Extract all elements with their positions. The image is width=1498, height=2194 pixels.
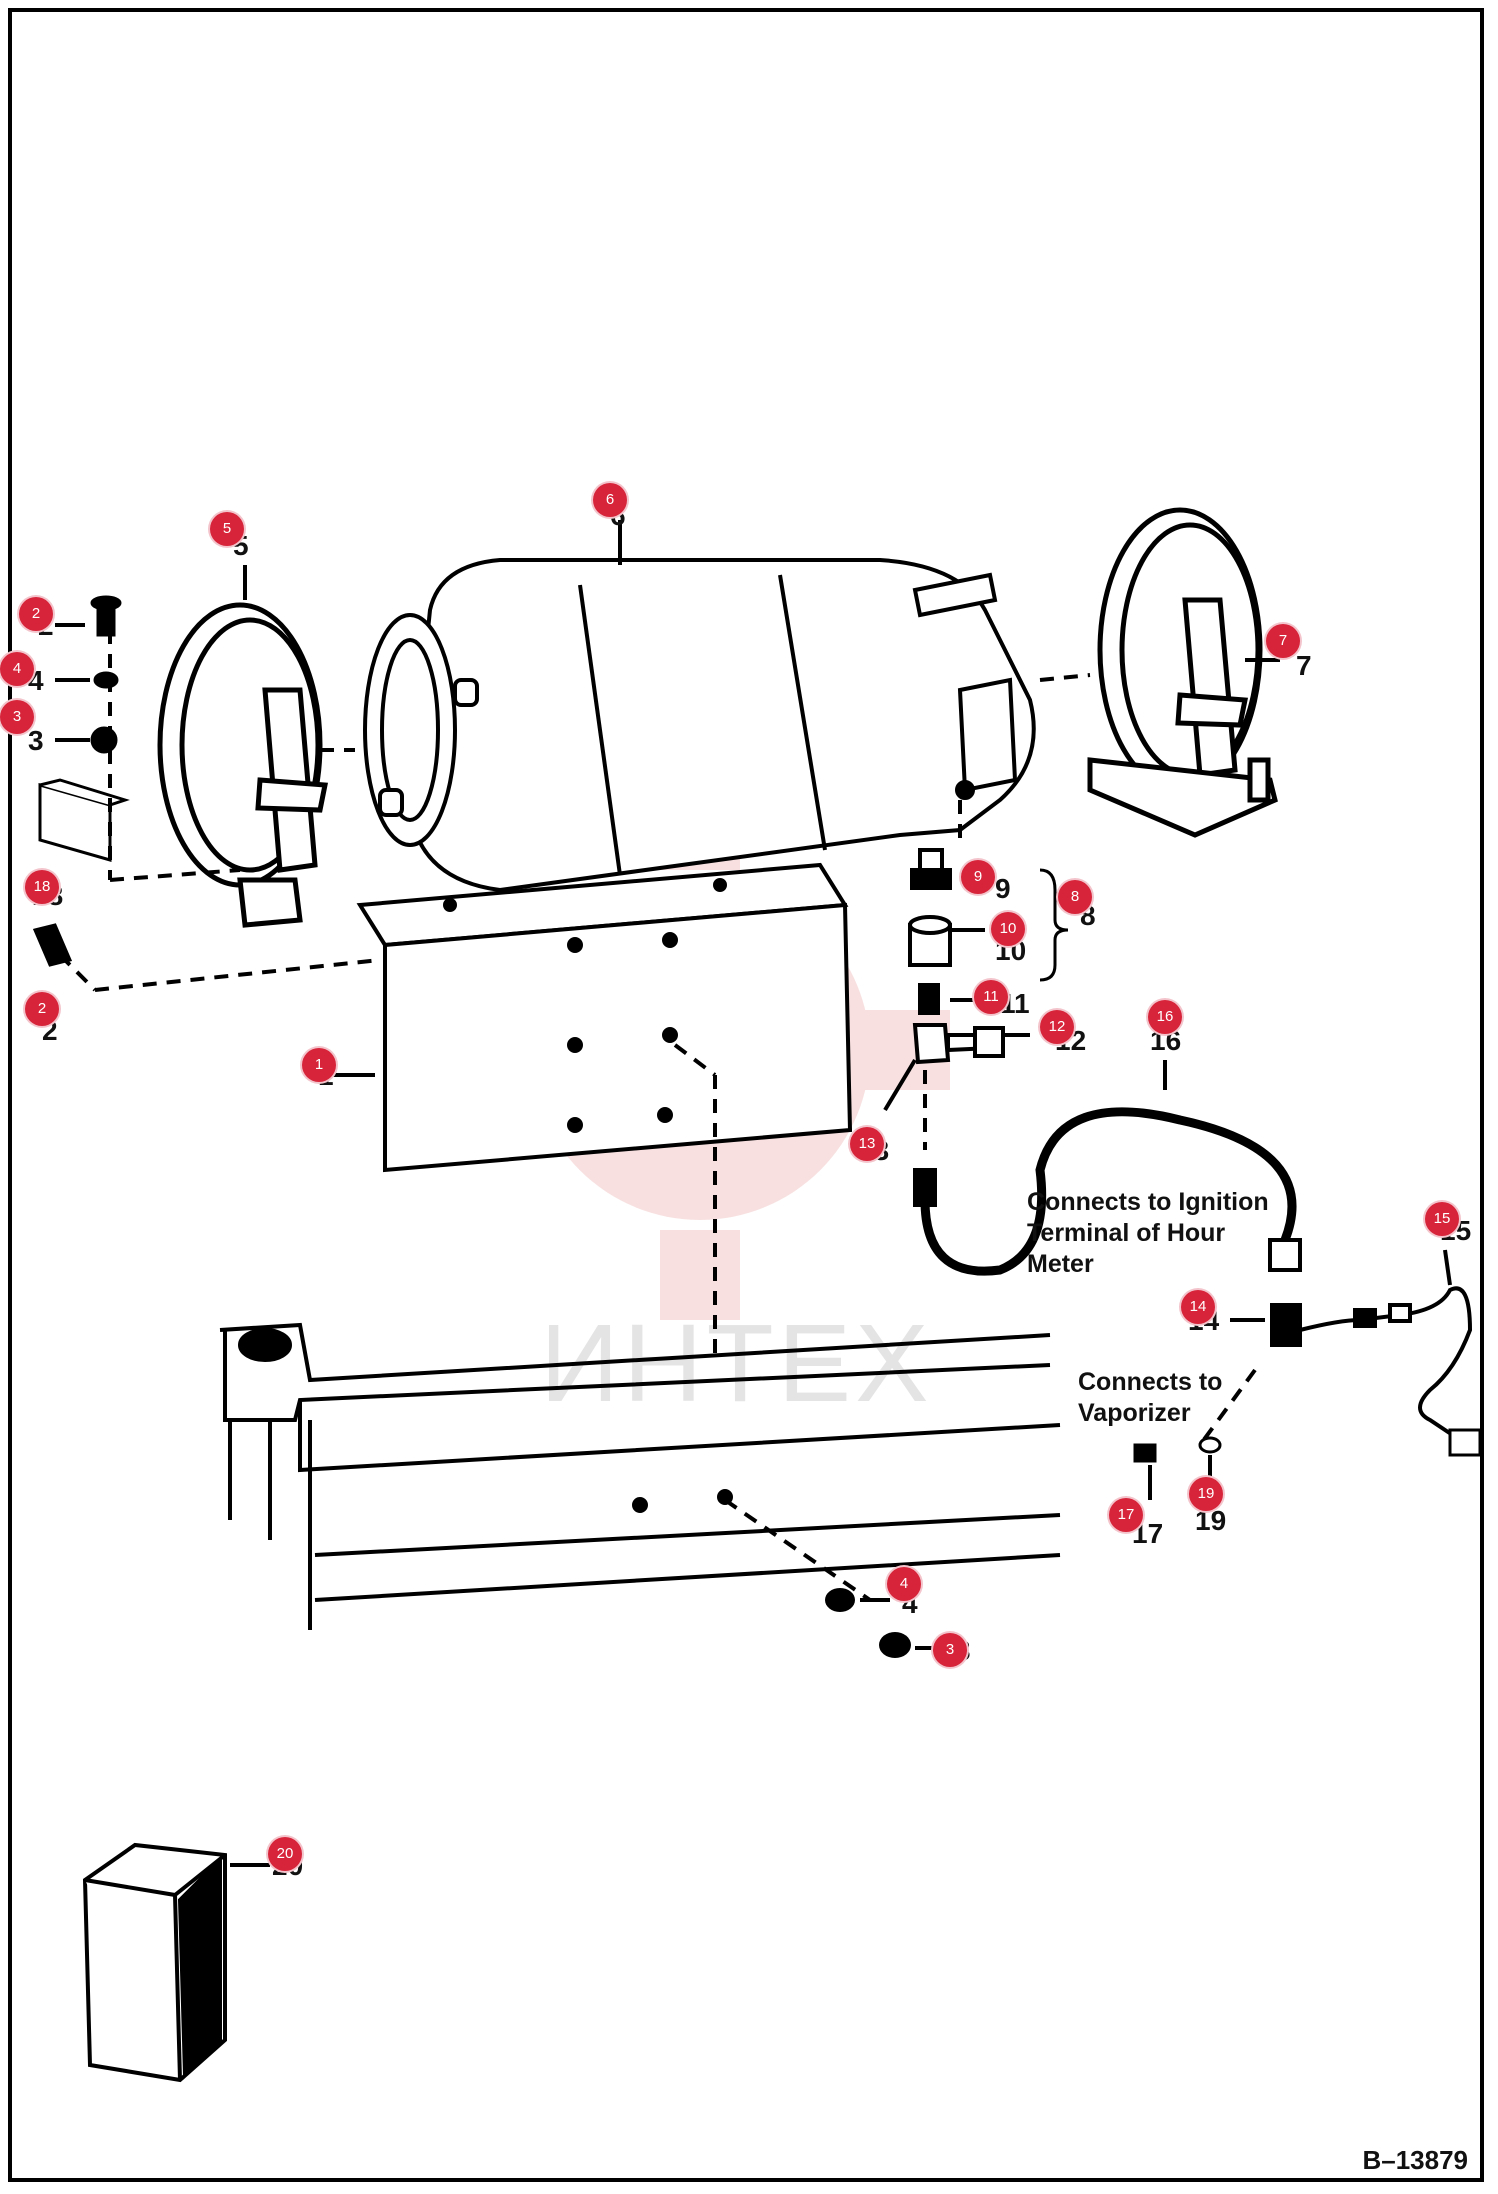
- right-tank-strap: [1087, 507, 1278, 838]
- left-hardware: [32, 595, 130, 967]
- diagram-frame: [8, 8, 1484, 2182]
- callout-number: 9: [995, 873, 1011, 904]
- leader-lines: [55, 520, 1452, 1867]
- callout-badge: 1: [302, 1048, 336, 1082]
- callout-badge: 19: [1189, 1477, 1223, 1511]
- sender-and-wire: [1268, 1238, 1482, 1457]
- callout-badge: 11: [974, 980, 1008, 1014]
- left-tank-strap: [157, 602, 329, 928]
- callout-badge: 6: [593, 483, 627, 517]
- parts-box: [82, 1842, 227, 2083]
- small-parts: [1133, 1436, 1222, 1463]
- ignition-note: Connects to Ignition Terminal of Hour Me…: [1027, 1188, 1269, 1278]
- callout-number: 3: [28, 725, 44, 756]
- wire-harness: [920, 1107, 1297, 1276]
- callout-badge: 13: [850, 1127, 884, 1161]
- callout-number: 7: [1296, 650, 1312, 681]
- vaporizer-note: Connects to Vaporizer: [1078, 1368, 1223, 1427]
- exploded-view-lines: [58, 630, 1257, 1602]
- figure-id: B–13879: [1362, 2145, 1468, 2175]
- callout-badge: 18: [25, 870, 59, 904]
- callout-badge: 9: [961, 860, 995, 894]
- callout-badge: 2: [25, 992, 59, 1026]
- callout-badge: 4: [0, 652, 34, 686]
- callout-badge: 15: [1425, 1202, 1459, 1236]
- machine-frame-rail: [219, 1322, 1061, 1630]
- callout-badge: 16: [1148, 1000, 1182, 1034]
- callout-badge: 10: [991, 912, 1025, 946]
- callout-badge: 17: [1109, 1498, 1143, 1532]
- bracket-8: [1039, 868, 1069, 982]
- callout-badge: 2: [19, 597, 53, 631]
- propane-tank: [363, 558, 1036, 893]
- callout-badge: 5: [210, 512, 244, 546]
- callout-badge: 12: [1040, 1010, 1074, 1044]
- callout-badge: 8: [1058, 880, 1092, 914]
- callout-badge: 20: [268, 1837, 302, 1871]
- mounting-plate: [356, 862, 853, 1173]
- callout-badge: 14: [1181, 1290, 1215, 1324]
- callout-badge: 4: [887, 1567, 921, 1601]
- callout-badge: 3: [0, 700, 34, 734]
- fuel-fittings: [908, 848, 1005, 1207]
- callout-badge: 3: [933, 1633, 967, 1667]
- frame-hardware: [825, 1588, 911, 1658]
- callout-badge: 7: [1266, 624, 1300, 658]
